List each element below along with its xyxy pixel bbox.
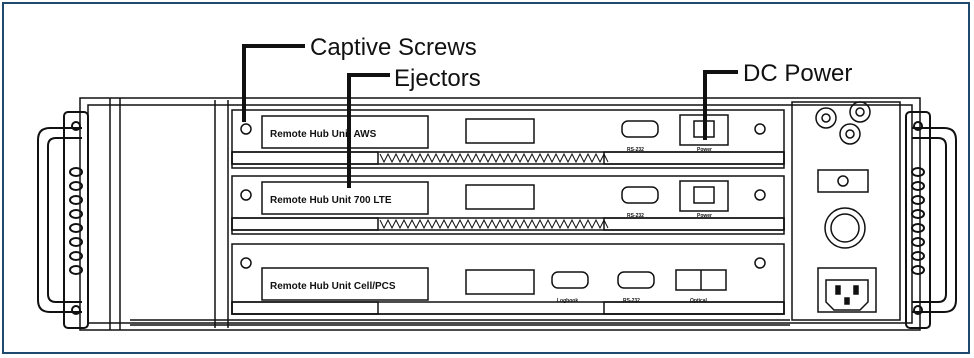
chassis	[79, 97, 921, 331]
terminal-icon	[815, 107, 837, 129]
callout-dc-power: DC Power	[743, 60, 852, 87]
unit-label-plate	[261, 115, 429, 149]
module-700-lte: Remote Hub Unit 700 LTE RS-232 Power	[231, 175, 785, 235]
power-panel	[791, 101, 901, 321]
captive-screw	[754, 123, 766, 135]
serial-port	[617, 271, 655, 289]
knob	[824, 207, 866, 249]
right-handle	[905, 111, 957, 329]
serial-port	[621, 186, 659, 204]
leader-ejectors	[347, 73, 390, 188]
optical-label: Optical	[690, 298, 708, 304]
unit-label-700-lte: Remote Hub Unit 700 LTE	[270, 195, 392, 206]
terminal-icon	[839, 123, 861, 145]
terminal-icon	[849, 101, 871, 123]
unit-label-aws: Remote Hub Unit AWS	[270, 129, 377, 140]
serial-port-label: RS-232	[627, 147, 644, 153]
power-label: Power	[697, 147, 712, 153]
breaker-switch	[817, 169, 869, 193]
captive-screw	[240, 189, 252, 201]
captive-screw	[754, 257, 766, 269]
captive-screw	[240, 123, 252, 135]
module-aws: Remote Hub Unit AWS RS-232 Power	[231, 109, 785, 169]
ac-power-inlet	[817, 267, 877, 313]
unit-label-plate	[261, 267, 429, 301]
unit-label-cell-pcs: Remote Hub Unit Cell/PCS	[270, 281, 396, 292]
leader-captive-screws	[242, 44, 305, 122]
dc-power-connector	[679, 180, 729, 212]
captive-screw	[754, 189, 766, 201]
power-label: Power	[697, 213, 712, 219]
unit-label-plate	[261, 181, 429, 215]
left-handle	[37, 111, 89, 329]
serial-port	[621, 120, 659, 138]
logbook-port	[551, 271, 589, 289]
captive-screw	[240, 257, 252, 269]
callout-ejectors: Ejectors	[394, 65, 481, 92]
callout-captive-screws: Captive Screws	[310, 34, 477, 61]
serial-port-label: RS-232	[627, 213, 644, 219]
serial-port-label: RS-232	[623, 298, 640, 304]
logbook-port-label: Logbook	[557, 298, 578, 304]
module-cell-pcs: Remote Hub Unit Cell/PCS Logbook RS-232 …	[231, 243, 785, 315]
dc-power-connector	[679, 114, 729, 146]
leader-dc-power	[703, 70, 738, 140]
diagram-frame	[2, 2, 970, 354]
